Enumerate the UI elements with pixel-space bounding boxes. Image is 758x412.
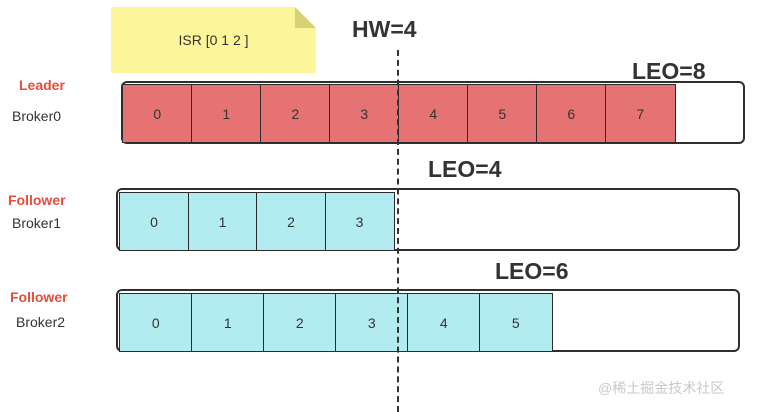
log-cell: 6 [536,84,607,143]
log-cell: 2 [263,293,337,352]
log-cell: 1 [191,293,265,352]
broker1-name: Broker1 [12,215,62,231]
log-cell: 2 [260,84,331,143]
isr-label: ISR [0 1 2 ] [178,32,249,48]
log-cell: 0 [119,192,189,251]
hw-dashed-line [397,50,399,412]
note-fold-corner [295,7,316,28]
log-cell: 2 [256,192,326,251]
hw-label: HW=4 [352,16,417,42]
log-cell: 0 [122,84,193,143]
broker0-role: Leader [19,77,65,93]
log-cell: 4 [398,84,469,143]
log-cell: 3 [335,293,409,352]
log-cell: 0 [119,293,193,352]
watermark: @稀土掘金技术社区 [598,380,725,396]
log-cell: 1 [191,84,262,143]
log-cell: 5 [467,84,538,143]
broker1-role: Follower [8,192,66,208]
broker2-name: Broker2 [16,314,66,330]
broker2-leo-label: LEO=6 [495,258,569,284]
log-cell: 1 [187,192,258,251]
log-cell: 7 [605,84,676,143]
log-cell: 4 [407,293,481,352]
broker2-role: Follower [10,289,68,305]
log-cell: 3 [329,84,400,143]
broker1-leo-label: LEO=4 [428,156,502,182]
broker0-leo-label: LEO=8 [632,58,706,84]
broker0-name: Broker0 [12,108,62,124]
log-cell: 3 [324,192,395,251]
log-cell: 5 [479,293,553,352]
isr-sticky-note: ISR [0 1 2 ] [111,7,316,73]
